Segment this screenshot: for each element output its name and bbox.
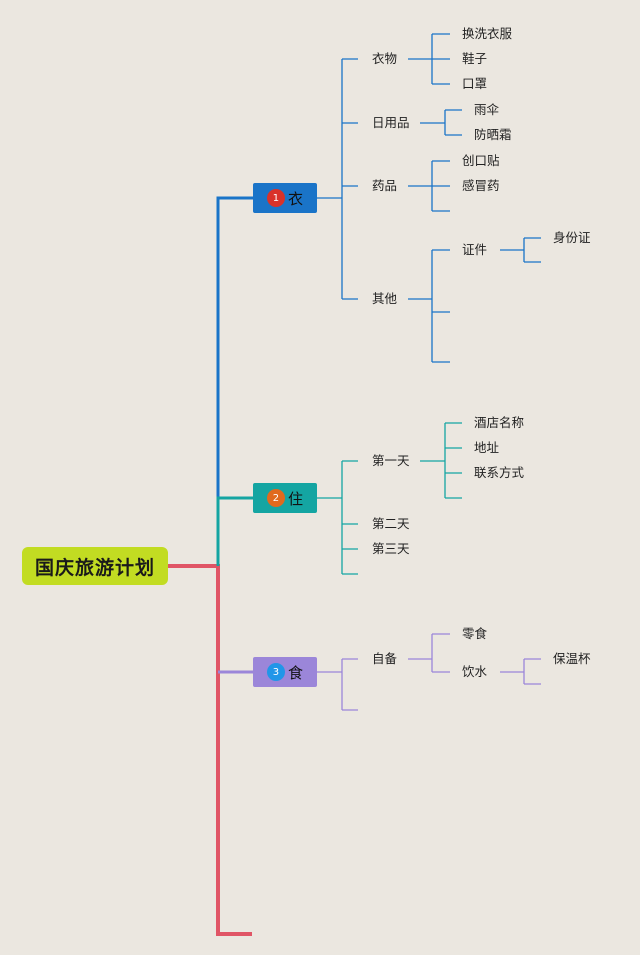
leaf-contact[interactable]: 联系方式 xyxy=(474,465,525,480)
topic-clothing-label: 衣 xyxy=(287,189,303,208)
topic-lodging-label: 住 xyxy=(287,489,303,508)
root-label: 国庆旅游计划 xyxy=(34,556,155,579)
leaf-change-clothes[interactable]: 换洗衣服 xyxy=(462,26,513,41)
branch-2-line xyxy=(216,496,253,566)
branch-1-children-line xyxy=(316,58,358,300)
leaf-address[interactable]: 地址 xyxy=(474,440,500,455)
subtopic-day1[interactable]: 第一天 xyxy=(372,453,410,468)
root-topic[interactable]: 国庆旅游计划 xyxy=(22,547,168,585)
badge-3: 3 xyxy=(266,663,285,681)
clothes-line xyxy=(408,33,450,85)
badge-1: 1 xyxy=(266,189,285,207)
subtopic-self-prepared[interactable]: 自备 xyxy=(372,651,398,666)
leaf-mask[interactable]: 口罩 xyxy=(462,76,488,91)
subtopic-day3[interactable]: 第三天 xyxy=(372,541,410,556)
subtopic-medicine[interactable]: 药品 xyxy=(372,178,398,193)
topic-lodging[interactable]: 2 住 xyxy=(253,483,317,513)
other-line xyxy=(408,249,450,363)
leaf-cold-medicine[interactable]: 感冒药 xyxy=(462,178,500,193)
badge-2: 2 xyxy=(266,489,285,507)
daily-line xyxy=(420,109,462,136)
topic-food-label: 食 xyxy=(287,663,303,682)
leaf-thermos[interactable]: 保温杯 xyxy=(553,651,591,666)
subtopic-other[interactable]: 其他 xyxy=(372,291,398,306)
id-line xyxy=(500,237,541,263)
leaf-bandage[interactable]: 创口贴 xyxy=(462,153,500,168)
day1-line xyxy=(420,422,462,499)
trunk-line xyxy=(168,564,252,936)
water-line xyxy=(500,658,541,685)
topic-food[interactable]: 3 食 xyxy=(253,657,317,687)
branch-3-children-line xyxy=(316,658,358,711)
leaf-sunscreen[interactable]: 防晒霜 xyxy=(474,127,512,142)
leaf-hotel-name[interactable]: 酒店名称 xyxy=(474,415,525,430)
leaf-drinking-water[interactable]: 饮水 xyxy=(462,664,488,679)
medicine-line xyxy=(408,160,450,212)
self-line xyxy=(408,633,450,673)
leaf-snacks[interactable]: 零食 xyxy=(462,626,488,641)
topic-clothing[interactable]: 1 衣 xyxy=(253,183,317,213)
subtopic-daily[interactable]: 日用品 xyxy=(372,115,410,130)
subtopic-day2[interactable]: 第二天 xyxy=(372,516,410,531)
leaf-shoes[interactable]: 鞋子 xyxy=(462,51,488,66)
leaf-id-card[interactable]: 身份证 xyxy=(553,230,591,245)
leaf-documents[interactable]: 证件 xyxy=(462,242,488,257)
leaf-umbrella[interactable]: 雨伞 xyxy=(474,102,500,117)
branch-2-children-line xyxy=(316,460,358,575)
branch-1-line xyxy=(216,196,253,566)
subtopic-clothes[interactable]: 衣物 xyxy=(372,51,398,66)
